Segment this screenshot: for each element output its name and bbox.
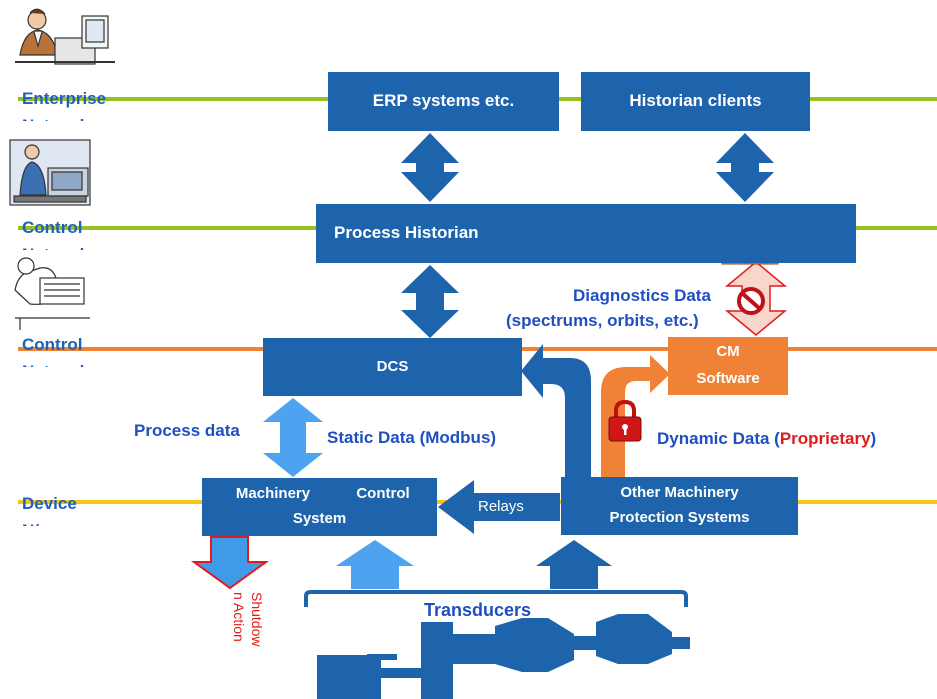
transducer-up-arrow-left: [336, 540, 414, 589]
historian-dcs-double-arrow: [401, 265, 459, 338]
machinery-box-label-2: System: [292, 509, 347, 527]
dcs-box: DCS: [263, 338, 522, 396]
process-data-double-arrow: [263, 398, 323, 477]
control-network-label-1: Control Network: [22, 218, 89, 250]
shutdown-arrow: [190, 536, 270, 590]
erp-box-label: ERP systems etc.: [372, 91, 515, 111]
other-to-cm-bent-arrow: [601, 355, 670, 477]
erp-historian-double-arrow: [401, 133, 459, 202]
dynamic-data-row: Dynamic Data (Proprietary): [657, 429, 876, 449]
shutdown-action-label: Shutdow n Action: [207, 592, 267, 658]
control-network-label-2: Control Network: [22, 335, 89, 367]
machinery-control-box: Machinery Control System: [202, 478, 437, 536]
enterprise-user-icon: [15, 8, 115, 65]
process-historian-box: Process Historian: [316, 204, 856, 263]
dcs-box-label: DCS: [376, 357, 409, 375]
no-entry-icon: [737, 287, 765, 315]
historian-clients-box-label: Historian clients: [629, 91, 762, 111]
relays-arrow: [438, 480, 560, 534]
other-machinery-box-label-2: Protection Systems: [609, 508, 750, 526]
historian-clients-box: Historian clients: [581, 72, 810, 131]
other-machinery-box: Other Machinery Protection Systems: [561, 477, 798, 535]
transducers-bracket: [304, 590, 688, 607]
relays-label: Relays: [478, 498, 524, 515]
other-to-dcs-bent-arrow: [521, 344, 591, 477]
transducers-label: Transducers: [424, 600, 532, 620]
diagnostics-detail-label: (spectrums, orbits, etc.): [506, 311, 699, 329]
diagnostics-detail-clip: (spectrums, orbits, etc.): [506, 309, 736, 329]
dynamic-data-label: Dynamic Data (: [657, 429, 780, 448]
diagnostics-data-label: Diagnostics Data: [573, 286, 711, 305]
dynamic-data-close: ): [870, 429, 877, 448]
proprietary-label: Proprietary: [779, 429, 871, 448]
control-user-icon-1: [9, 139, 91, 206]
erp-box: ERP systems etc.: [328, 72, 559, 131]
cm-software-box-label-1: CM: [716, 342, 740, 360]
other-machinery-box-label-1: Other Machinery: [620, 483, 739, 501]
machinery-box-label-1a: Machinery: [235, 484, 311, 502]
cm-software-box: CM Software: [668, 337, 788, 395]
transducer-up-arrow-right: [536, 540, 612, 589]
static-data-label: Static Data (Modbus): [327, 428, 497, 447]
device-network-label: Device N/w: [22, 494, 77, 526]
cm-software-box-label-2: Software: [696, 369, 760, 387]
enterprise-network-label: Enterprise Network: [22, 89, 107, 121]
padlock-icon: [608, 399, 642, 442]
process-data-label: Process data: [134, 421, 240, 440]
control-user-icon-2: [14, 257, 90, 330]
shutdown-line-2: n Action: [231, 592, 247, 642]
clients-historian-double-arrow: [716, 133, 774, 202]
process-historian-box-label: Process Historian: [334, 223, 479, 243]
machinery-box-label-1b: Control: [356, 484, 410, 502]
shutdown-line-1: Shutdow: [249, 592, 265, 647]
machinery-train-icon: [317, 614, 690, 699]
